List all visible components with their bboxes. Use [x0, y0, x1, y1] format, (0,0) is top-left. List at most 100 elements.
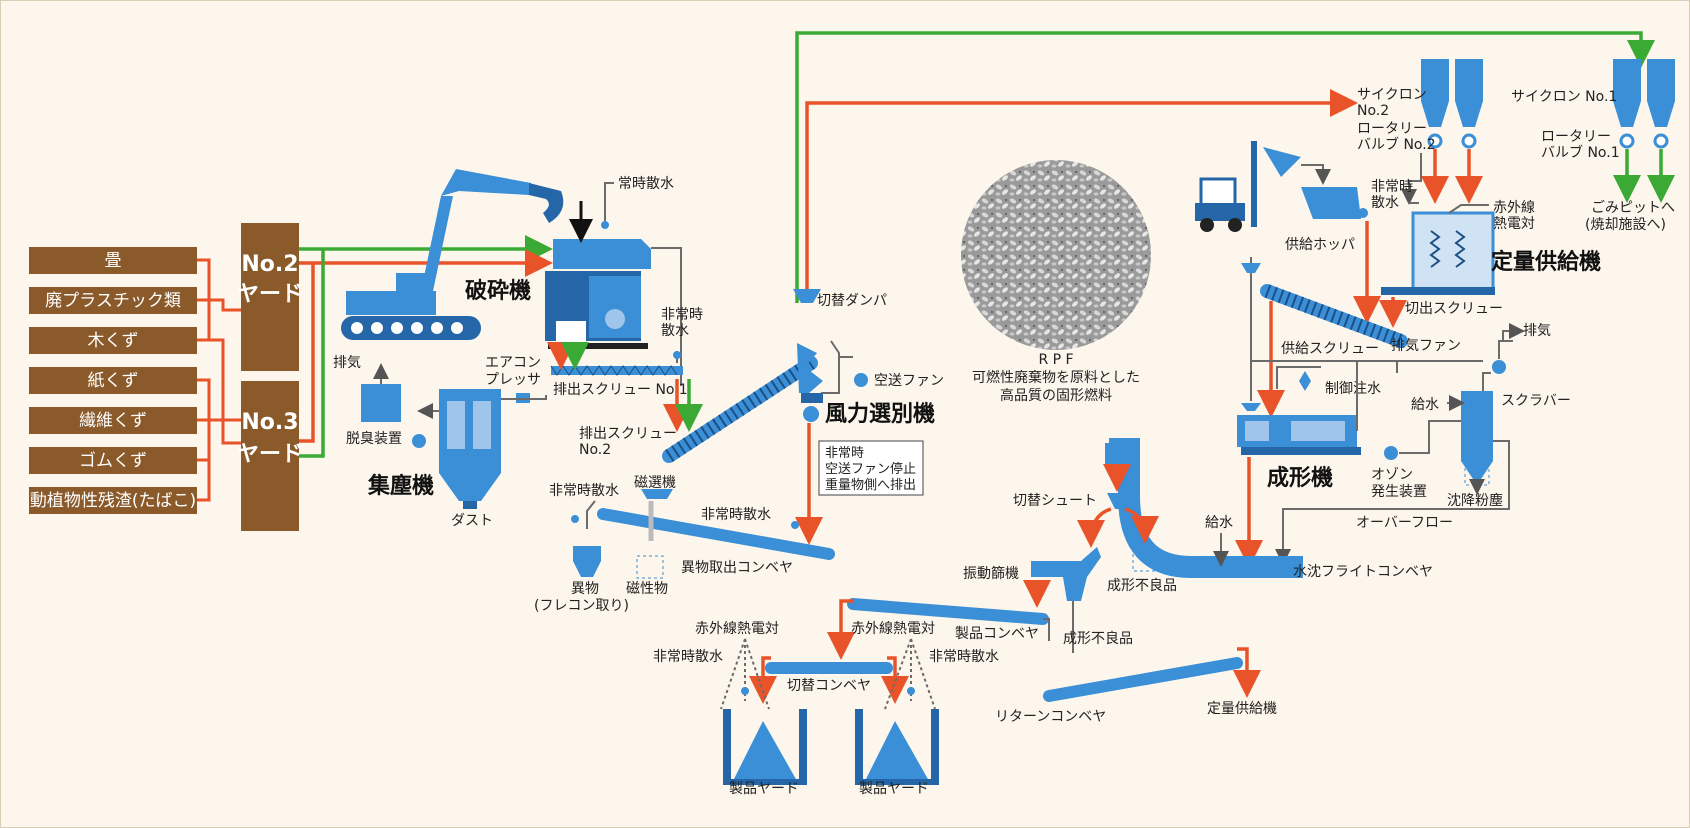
source-item: ゴムくず: [29, 447, 197, 474]
excavator-icon: [341, 169, 564, 340]
source-item: 紙くず: [29, 367, 197, 394]
emergency-note-line: 空送ファン停止: [825, 461, 916, 477]
feed-screw-label: 供給スクリュー: [1281, 341, 1379, 357]
water-supply-label: 給水: [1205, 515, 1233, 531]
scrubber-icon: [1461, 391, 1493, 461]
refuse-pit-label: ごみピットへ: [1591, 200, 1675, 216]
water-supply-label: 給水: [1411, 397, 1439, 413]
product-yard-right: [855, 638, 939, 785]
emergency-spray-label: 非常時: [661, 307, 703, 323]
rpf-desc: 高品質の固形燃料: [1000, 387, 1112, 404]
cyclone-no2-icon: [1421, 59, 1483, 149]
deodorizer-icon: [361, 384, 401, 422]
infrared-thermocouple-label: 赤外線熱電対: [851, 621, 935, 637]
cutout-screw-label: 切出スクリュー: [1405, 301, 1503, 317]
exhaust-fan-icon: [1492, 360, 1506, 374]
emergency-spray-label: 散水: [661, 323, 689, 339]
yard-line2: ヤード: [237, 282, 303, 307]
source-label: ゴムくず: [79, 450, 147, 471]
dust-label: ダスト: [451, 513, 493, 529]
material-flow-line: [805, 89, 1358, 303]
air-fan-label: 空送ファン: [874, 373, 944, 389]
scrubber-label: スクラバー: [1501, 393, 1571, 409]
cyclone-no2-label: サイクロン: [1357, 87, 1427, 103]
refuse-pit-label: (焼却施設へ): [1585, 217, 1666, 233]
exhaust-label: 排気: [1523, 323, 1551, 339]
rotary-valve-no2-label: バルブ No.2: [1357, 136, 1436, 153]
defective-label: 成形不良品: [1063, 631, 1133, 647]
crusher-label: 破砕機: [465, 278, 531, 304]
air-compressor-label: エアコン: [485, 355, 541, 371]
dust-collector-icon: [417, 389, 547, 509]
foreign-conveyor-label: 異物取出コンベヤ: [681, 560, 793, 576]
overflow-label: オーバーフロー: [1356, 515, 1453, 531]
emergency-spray-label: 非常時散水: [653, 649, 723, 665]
source-item: 繊維くず: [29, 407, 197, 434]
material-flow-line: [299, 263, 315, 443]
infrared-label: 熱電対: [1493, 216, 1535, 232]
magnetic-separator-label: 磁選機: [634, 475, 676, 491]
feed-hopper-top-icon: [1263, 147, 1301, 177]
source-label: 廃プラスチック類: [45, 291, 181, 311]
air-flow-line: [795, 31, 1655, 303]
rpf-desc: 可燃性廃棄物を原料とした: [972, 369, 1140, 386]
control-water-label: 制御注水: [1325, 381, 1381, 397]
flexible-container-label: (フレコン取り): [534, 598, 629, 614]
control-valve-icon: [1299, 371, 1311, 391]
constant-spray-label: 常時散水: [618, 176, 674, 192]
rpf-title: R P F: [1038, 352, 1073, 368]
magnetic-matter-label: 磁性物: [626, 581, 668, 597]
source-label: 木くず: [88, 331, 139, 351]
emergency-spray-label: 非常時散水: [549, 483, 619, 499]
vibrating-screen-label: 振動篩機: [963, 566, 1019, 582]
switch-chute-label: 切替シュート: [1013, 493, 1097, 509]
forklift-icon: [1195, 141, 1257, 232]
return-conveyor-icon: [1043, 657, 1243, 702]
rotary-valve-no2-label: ロータリー: [1357, 121, 1427, 137]
return-conveyor-label: リターンコンベヤ: [995, 709, 1106, 725]
wind-separator-icon: [797, 343, 823, 393]
discharge-screw-no1-icon: [551, 366, 683, 375]
fixed-feeder-label: 定量供給機: [1491, 249, 1601, 275]
source-label: 畳: [105, 251, 122, 271]
product-yard-label: 製品ヤード: [729, 781, 799, 797]
source-item: 動植物性残渣(たばこ): [29, 487, 197, 514]
discharge-screw-no2-label: 排出スクリュー: [579, 426, 677, 442]
deodorizer-fan-icon: [412, 434, 426, 448]
emergency-spray-label: 非常時散水: [929, 649, 999, 665]
product-conveyor-icon: [847, 598, 1049, 625]
switch-conveyor-label: 切替コンベヤ: [787, 678, 871, 694]
deodorizer-label: 脱臭装置: [346, 431, 402, 447]
switch-damper-label: 切替ダンパ: [817, 293, 887, 309]
source-label: 動植物性残渣(たばこ): [30, 491, 196, 511]
dust-collector-label: 集塵機: [367, 473, 434, 499]
yard-no3: No.3 ヤード: [237, 381, 303, 531]
yard-no2: No.2 ヤード: [237, 223, 303, 371]
yard-line1: No.2: [241, 252, 298, 277]
to-fixed-feeder-label: 定量供給機: [1207, 701, 1277, 717]
foreign-conveyor-icon: [597, 508, 835, 560]
feed-hopper-label: 供給ホッパ: [1285, 237, 1355, 253]
spray-nozzle-icon: [601, 221, 609, 229]
product-yard-label: 製品ヤード: [859, 781, 929, 797]
vibrating-screen-icon: [1031, 547, 1101, 601]
emergency-note-line: 重量物側へ排出: [825, 477, 916, 493]
air-fan-icon: [854, 373, 868, 387]
defective-label: 成形不良品: [1107, 578, 1177, 594]
wind-separator-label: 風力選別機: [825, 402, 935, 427]
source-connectors: [197, 258, 241, 502]
ozone-label: 発生装置: [1371, 484, 1427, 500]
emergency-note-line: 非常時: [825, 446, 864, 461]
molding-machine-icon: [1237, 415, 1361, 455]
infrared-label: 赤外線: [1493, 200, 1535, 216]
magnetic-separator-icon: [641, 489, 673, 499]
yard-line2: ヤード: [237, 442, 303, 467]
air-compressor-label: プレッサ: [485, 372, 541, 388]
fixed-feeder-icon: [1381, 211, 1495, 295]
rotary-valve-no1-label: ロータリー: [1541, 129, 1611, 145]
crusher-icon: [545, 201, 682, 386]
rotary-valve-no1-label: バルブ No.1: [1541, 144, 1620, 161]
emergency-spray-label: 非常時: [1371, 179, 1413, 195]
